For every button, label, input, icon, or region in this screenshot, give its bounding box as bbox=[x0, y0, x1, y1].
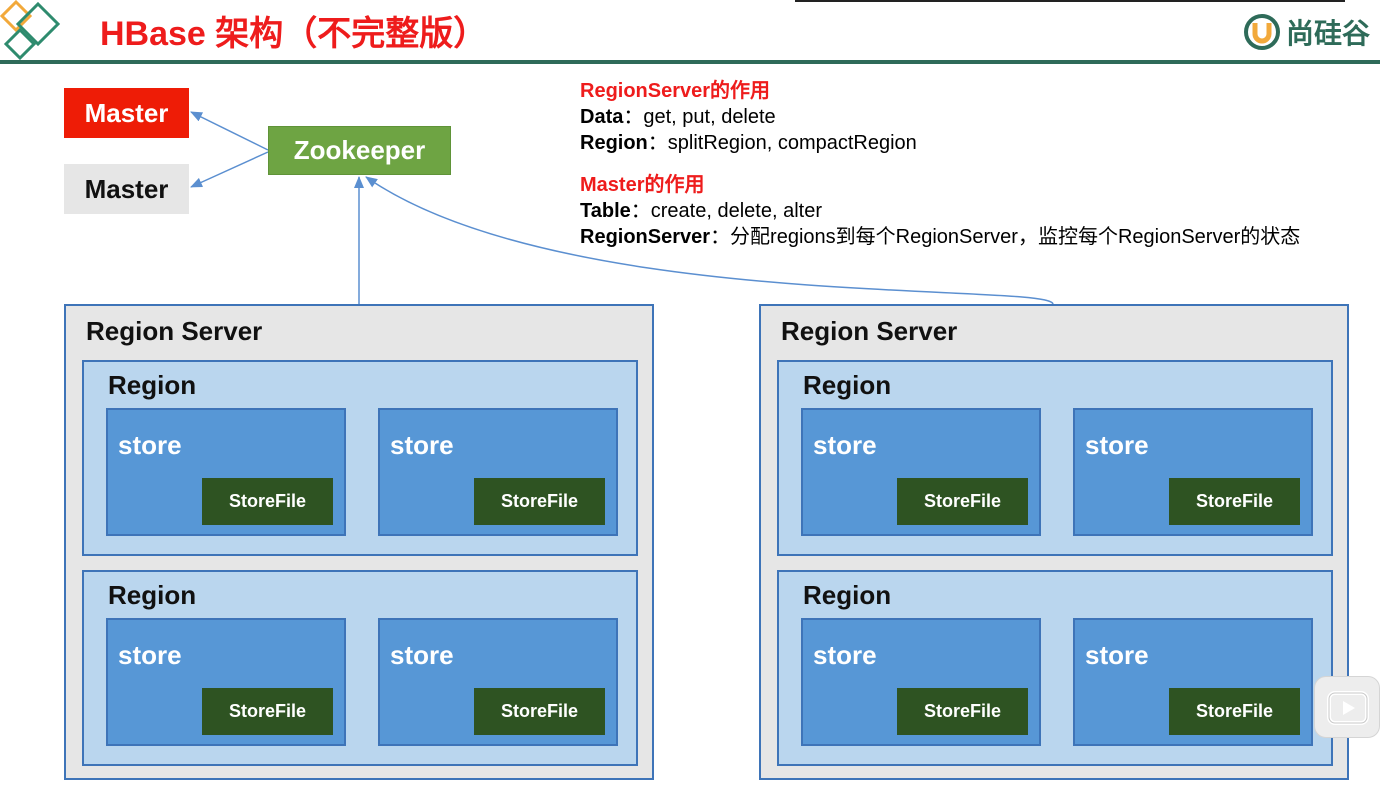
master-standby-node: Master bbox=[64, 164, 189, 214]
brand-logo: 尚硅谷 bbox=[1244, 12, 1370, 52]
regionserver-data-line: Data：get, put, delete bbox=[580, 106, 776, 128]
header-top-bar bbox=[795, 0, 1345, 2]
store-box: store StoreFile bbox=[378, 408, 618, 536]
store-label: store bbox=[390, 640, 454, 670]
storefile-box: StoreFile bbox=[1169, 688, 1300, 735]
store-box: store StoreFile bbox=[801, 618, 1041, 746]
role-description: RegionServer的作用 Data：get, put, delete Re… bbox=[580, 78, 1300, 250]
master-role-heading: Master的作用 bbox=[580, 174, 705, 196]
zookeeper-to-master-standby-arrow bbox=[190, 151, 269, 188]
store-box: store StoreFile bbox=[106, 408, 346, 536]
storefile-box: StoreFile bbox=[1169, 478, 1300, 525]
diamond-logo-icon bbox=[0, 0, 61, 61]
header-divider bbox=[0, 60, 1380, 64]
store-box: store StoreFile bbox=[1073, 618, 1313, 746]
zookeeper-node: Zookeeper bbox=[268, 126, 451, 175]
storefile-box: StoreFile bbox=[474, 688, 605, 735]
brand-u-icon bbox=[1244, 14, 1280, 50]
store-label: store bbox=[813, 430, 877, 460]
region-server-1: Region Server Region store StoreFile sto… bbox=[64, 304, 654, 780]
region-label: Region bbox=[803, 370, 892, 400]
store-label: store bbox=[1085, 640, 1149, 670]
storefile-box: StoreFile bbox=[897, 478, 1028, 525]
store-label: store bbox=[813, 640, 877, 670]
page-title: HBase 架构（不完整版） bbox=[100, 15, 488, 53]
store-box: store StoreFile bbox=[801, 408, 1041, 536]
zookeeper-to-master-active-arrow bbox=[190, 111, 269, 151]
storefile-box: StoreFile bbox=[897, 688, 1028, 735]
master-table-line: Table：create, delete, alter bbox=[580, 200, 822, 222]
region-label: Region bbox=[803, 580, 892, 610]
region-box: Region store StoreFile store StoreFile bbox=[777, 360, 1333, 556]
region-box: Region store StoreFile store StoreFile bbox=[777, 570, 1333, 766]
region-label: Region bbox=[108, 370, 197, 400]
store-box: store StoreFile bbox=[1073, 408, 1313, 536]
video-play-button[interactable] bbox=[1314, 676, 1380, 738]
brand-name: 尚硅谷 bbox=[1286, 18, 1371, 49]
regionserver-region-line: Region：splitRegion, compactRegion bbox=[580, 132, 917, 154]
regionserver-role-heading: RegionServer的作用 bbox=[580, 80, 771, 102]
store-label: store bbox=[390, 430, 454, 460]
store-box: store StoreFile bbox=[378, 618, 618, 746]
play-icon bbox=[1327, 691, 1369, 725]
region-label: Region bbox=[108, 580, 197, 610]
region-box: Region store StoreFile store StoreFile bbox=[82, 360, 638, 556]
storefile-box: StoreFile bbox=[474, 478, 605, 525]
store-label: store bbox=[118, 640, 182, 670]
master-regionserver-line: RegionServer：分配regions到每个RegionServer，监控… bbox=[580, 226, 1301, 248]
storefile-box: StoreFile bbox=[202, 478, 333, 525]
master-active-node: Master bbox=[64, 88, 189, 138]
region-server-2: Region Server Region store StoreFile sto… bbox=[759, 304, 1349, 780]
store-label: store bbox=[1085, 430, 1149, 460]
region-box: Region store StoreFile store StoreFile bbox=[82, 570, 638, 766]
region-server-label: Region Server bbox=[86, 316, 263, 346]
store-box: store StoreFile bbox=[106, 618, 346, 746]
storefile-box: StoreFile bbox=[202, 688, 333, 735]
store-label: store bbox=[118, 430, 182, 460]
region-server-label: Region Server bbox=[781, 316, 958, 346]
